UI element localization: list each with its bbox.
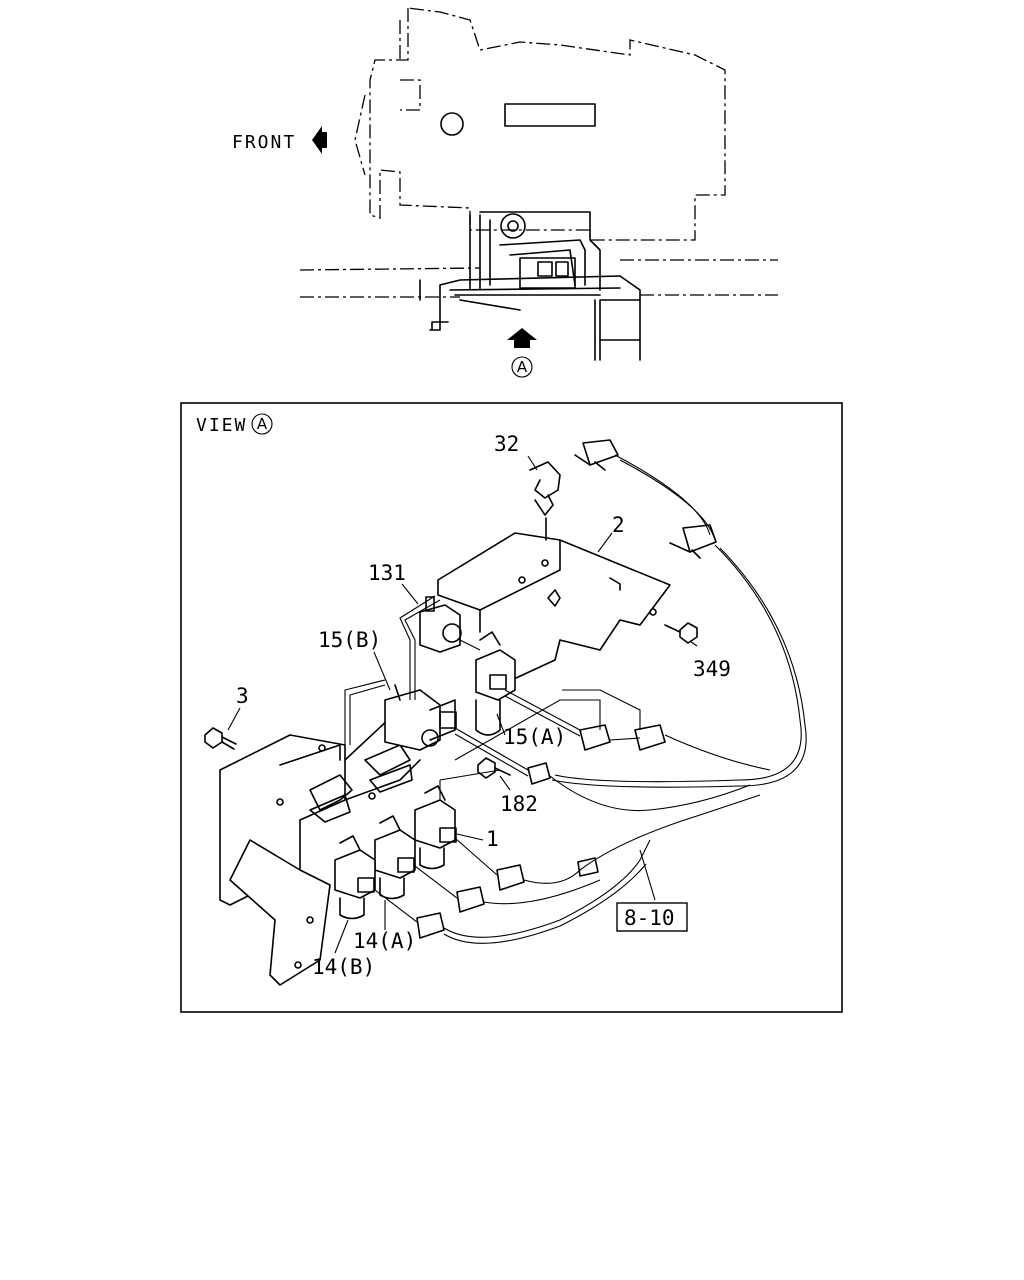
view-direction-arrow-icon [507, 328, 537, 348]
callout-15a: 15(A) [503, 725, 566, 749]
detail-drawing [204, 439, 807, 986]
callout-131: 131 [368, 561, 406, 585]
view-a-letter: A [257, 415, 268, 433]
overview-drawing: FRONT A [232, 7, 778, 378]
view-label: VIEW [196, 415, 247, 436]
callout-ref-8-10: 8-10 [624, 906, 675, 930]
view-marker-circle [511, 356, 533, 378]
callout-1: 1 [486, 827, 499, 851]
front-label: FRONT [232, 132, 296, 153]
reference-box [616, 902, 688, 932]
callout-14a: 14(A) [353, 929, 416, 953]
view-marker-letter: A [517, 358, 528, 376]
callout-349: 349 [693, 657, 731, 681]
callout-32: 32 [494, 432, 519, 456]
view-a-circle [251, 413, 273, 435]
callout-15b: 15(B) [318, 628, 381, 652]
callout-3: 3 [236, 684, 249, 708]
callout-14b: 14(B) [312, 955, 375, 979]
callout-182: 182 [500, 792, 538, 816]
callout-2: 2 [612, 513, 625, 537]
view-a-frame [180, 402, 843, 1013]
front-arrow-icon [312, 126, 327, 154]
